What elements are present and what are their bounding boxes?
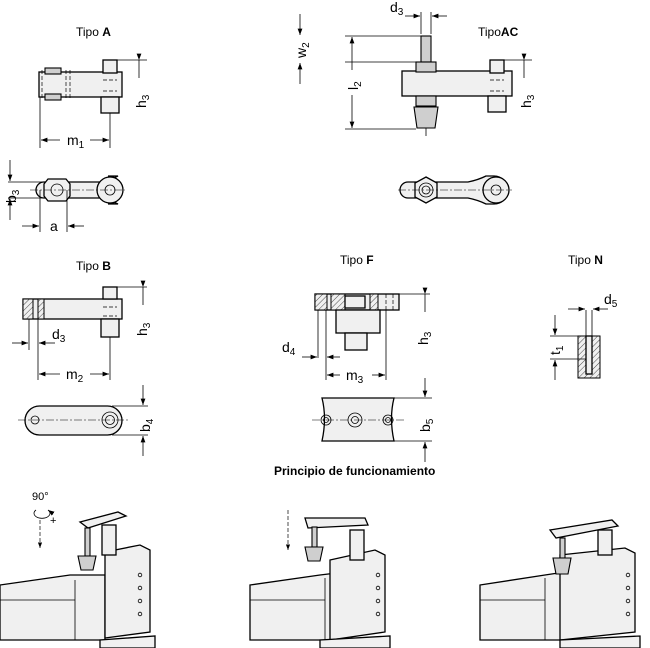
dim-t1: t1: [547, 345, 566, 355]
view-tipo-n: Tipo N d5 t1: [547, 253, 618, 380]
dim-m3: m3: [346, 367, 364, 386]
dim-b3: b3: [3, 189, 22, 203]
rotation-label: 90°: [32, 491, 49, 503]
view-tipo-b: Tipo B h3 d3 m2 b4: [12, 259, 156, 456]
title-tipo-a: Tipo A: [76, 25, 111, 39]
title-tipo-ac: TipoAC: [478, 25, 519, 39]
view-tipo-a: Tipo A h3 m1 b3 a: [3, 25, 152, 234]
principle-step-3: [479, 519, 641, 648]
dim-d4: d4: [282, 339, 296, 358]
principle-step-2: [249, 510, 391, 648]
dim-d3-ac: d3: [390, 0, 404, 18]
title-tipo-n: Tipo N: [568, 253, 603, 267]
dim-d5: d5: [604, 291, 618, 310]
principle-title: Principio de funcionamiento: [274, 464, 435, 478]
title-tipo-b: Tipo B: [76, 259, 111, 273]
dim-h3-ac: h3: [518, 94, 537, 108]
dim-a: a: [50, 218, 58, 234]
dim-h3-f: h3: [415, 331, 434, 345]
dim-b4: b4: [137, 418, 156, 432]
dim-h3-b: h3: [134, 322, 153, 336]
dim-w2: w2: [293, 42, 312, 59]
dim-l2: l2: [345, 81, 364, 90]
principle-step-1: 90° +: [0, 491, 156, 648]
view-tipo-f: Tipo F h3 d4 m3 b5: [282, 253, 436, 462]
dim-h3-a: h3: [133, 94, 152, 108]
dim-d3-b: d3: [52, 326, 66, 345]
plus-label: +: [50, 515, 56, 527]
view-tipo-ac: TipoAC h3 d3 w2 l2: [293, 0, 537, 205]
dim-m2: m2: [66, 366, 84, 385]
title-tipo-f: Tipo F: [340, 253, 374, 267]
dim-m1: m1: [67, 132, 85, 151]
dim-b5: b5: [417, 418, 436, 432]
